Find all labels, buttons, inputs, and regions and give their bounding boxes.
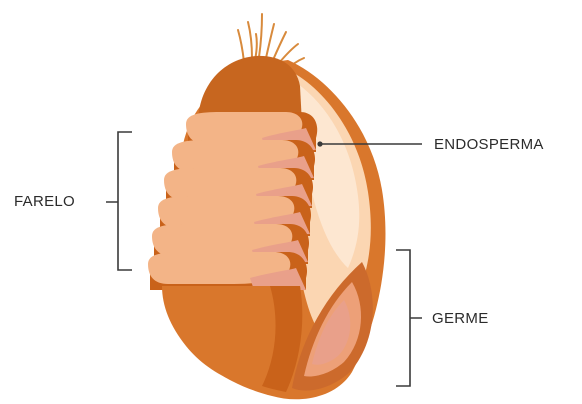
label-germe: GERME — [432, 310, 489, 327]
label-farelo: FARELO — [14, 193, 75, 210]
label-endosperma: ENDOSPERMA — [434, 136, 544, 153]
farelo-bracket — [106, 132, 132, 270]
bran-layer — [148, 252, 307, 290]
germe-bracket — [396, 250, 422, 386]
bran-layers — [148, 112, 317, 290]
